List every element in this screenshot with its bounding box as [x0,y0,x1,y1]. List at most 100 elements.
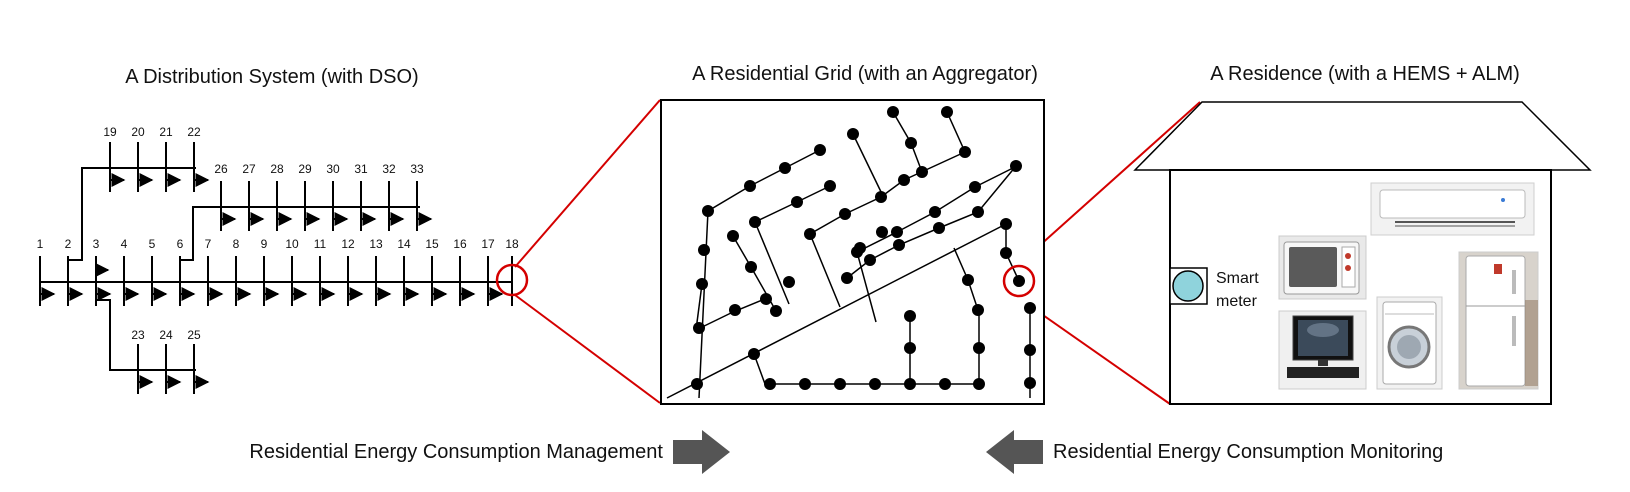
bus-number: 4 [121,237,128,251]
house-node [898,174,910,186]
house-node [875,191,887,203]
house-node [904,342,916,354]
bus-number: 10 [285,237,299,251]
zoom-circle-feeder [495,263,529,297]
house-node [1000,218,1012,230]
house-node [916,166,928,178]
bus-number: 18 [505,237,519,251]
bus-number: 14 [397,237,411,251]
bus-number: 27 [242,162,256,176]
house-node [959,146,971,158]
bus-number: 24 [159,328,173,342]
bus-number: 5 [149,237,156,251]
house-node [973,342,985,354]
house-node [702,205,714,217]
house-node [764,378,776,390]
feeder-line [666,223,1007,399]
monitoring-caption: Residential Energy Consumption Monitorin… [1053,441,1443,463]
bus-number: 32 [382,162,396,176]
house-node [929,206,941,218]
house-node [1010,160,1022,172]
house-node [939,378,951,390]
feeder-line [856,166,1016,323]
house-node [891,226,903,238]
house-node [804,228,816,240]
grid-house-nodes [691,106,1036,390]
bus-number: 19 [103,125,117,139]
house-node [814,144,826,156]
house-node [969,181,981,193]
house-node [941,106,953,118]
house-node [748,348,760,360]
house-node [864,254,876,266]
bus-number: 23 [131,328,145,342]
bus-number: 28 [270,162,284,176]
house-node [834,378,846,390]
bus-number: 29 [298,162,312,176]
washing-machine-icon [1376,296,1443,390]
smart-meter: Smart meter [1169,267,1259,310]
bus-number: 6 [177,237,184,251]
residence-title: A Residence (with a HEMS + ALM) [1210,63,1520,85]
bus-number: 26 [214,162,228,176]
zoom-circle-house [1002,264,1036,298]
air-conditioner-icon [1370,182,1535,236]
bus-number: 2 [65,237,72,251]
microwave-icon [1278,235,1367,300]
house-node [962,274,974,286]
house-node [972,304,984,316]
bus-number: 13 [369,237,383,251]
house-node [691,378,703,390]
house-node [973,378,985,390]
management-caption: Residential Energy Consumption Managemen… [249,441,663,463]
bus-number: 17 [481,237,495,251]
bus-number: 7 [205,237,212,251]
management-arrow-icon [673,430,730,474]
house-node [1024,377,1036,389]
house-node [893,239,905,251]
bus-number: 25 [187,328,201,342]
bus-number: 15 [425,237,439,251]
house-node [799,378,811,390]
bus-number: 11 [314,237,327,251]
feeder-line [754,185,831,305]
house-node [693,322,705,334]
house-node [770,305,782,317]
feeder-line [695,283,703,331]
bus-number: 33 [410,162,424,176]
house-node [824,180,836,192]
house-node [904,310,916,322]
house-node [876,226,888,238]
house-node [869,378,881,390]
house-node [905,137,917,149]
house-node [727,230,739,242]
house-node [887,106,899,118]
house-node [904,378,916,390]
house-node [1013,275,1025,287]
feeder-line [946,111,966,153]
bus-number: 1 [37,237,44,251]
house-node [933,222,945,234]
house-node [839,208,851,220]
refrigerator-icon [1458,251,1539,390]
smart-meter-label-line2: meter [1216,293,1258,310]
house-node [847,128,859,140]
feeder-line [852,133,884,197]
house-node [783,276,795,288]
monitoring-arrow-icon [986,430,1043,474]
house-node [841,272,853,284]
feeder-line [809,151,966,308]
bus-number: 31 [354,162,368,176]
house-node [698,244,710,256]
bus-number: 12 [341,237,355,251]
house-node [745,261,757,273]
distribution-system-title: A Distribution System (with DSO) [125,66,418,88]
house-node [972,206,984,218]
house-node [744,180,756,192]
residential-grid-title: A Residential Grid (with an Aggregator) [692,63,1038,85]
bus-number: 30 [326,162,340,176]
bus-number: 21 [159,125,173,139]
house-node [1024,344,1036,356]
